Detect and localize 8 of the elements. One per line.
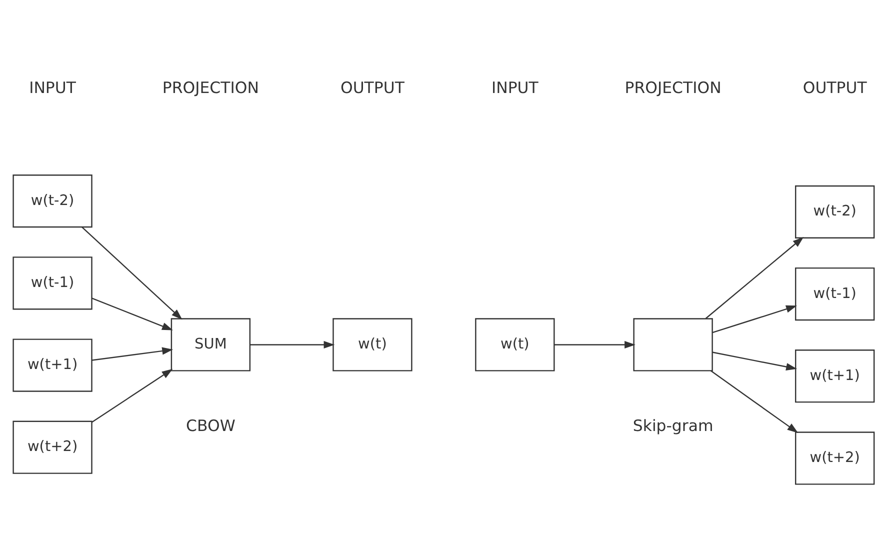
label: INPUT [491,77,538,96]
label: OUTPUT [802,77,867,96]
label: OUTPUT [340,77,404,96]
label: INPUT [29,77,76,96]
label: Skip-gram [632,415,714,434]
label: CBOW [186,415,236,434]
label: PROJECTION [162,77,259,96]
label: PROJECTION [624,77,722,96]
